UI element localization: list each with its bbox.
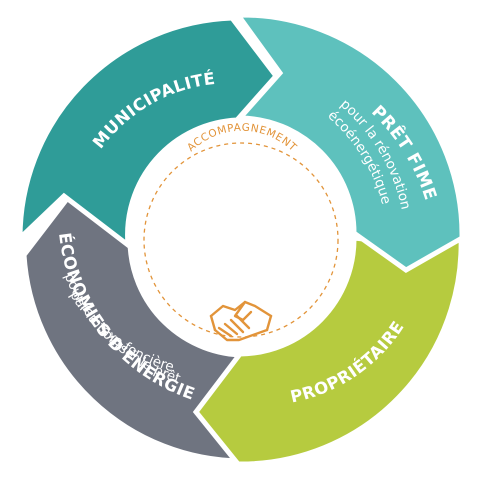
handshake-icon [209,300,273,342]
segment-municipalite [17,15,280,251]
center-circle [128,127,354,353]
center-dashed-ring [143,142,339,338]
segment-pret [233,12,465,273]
